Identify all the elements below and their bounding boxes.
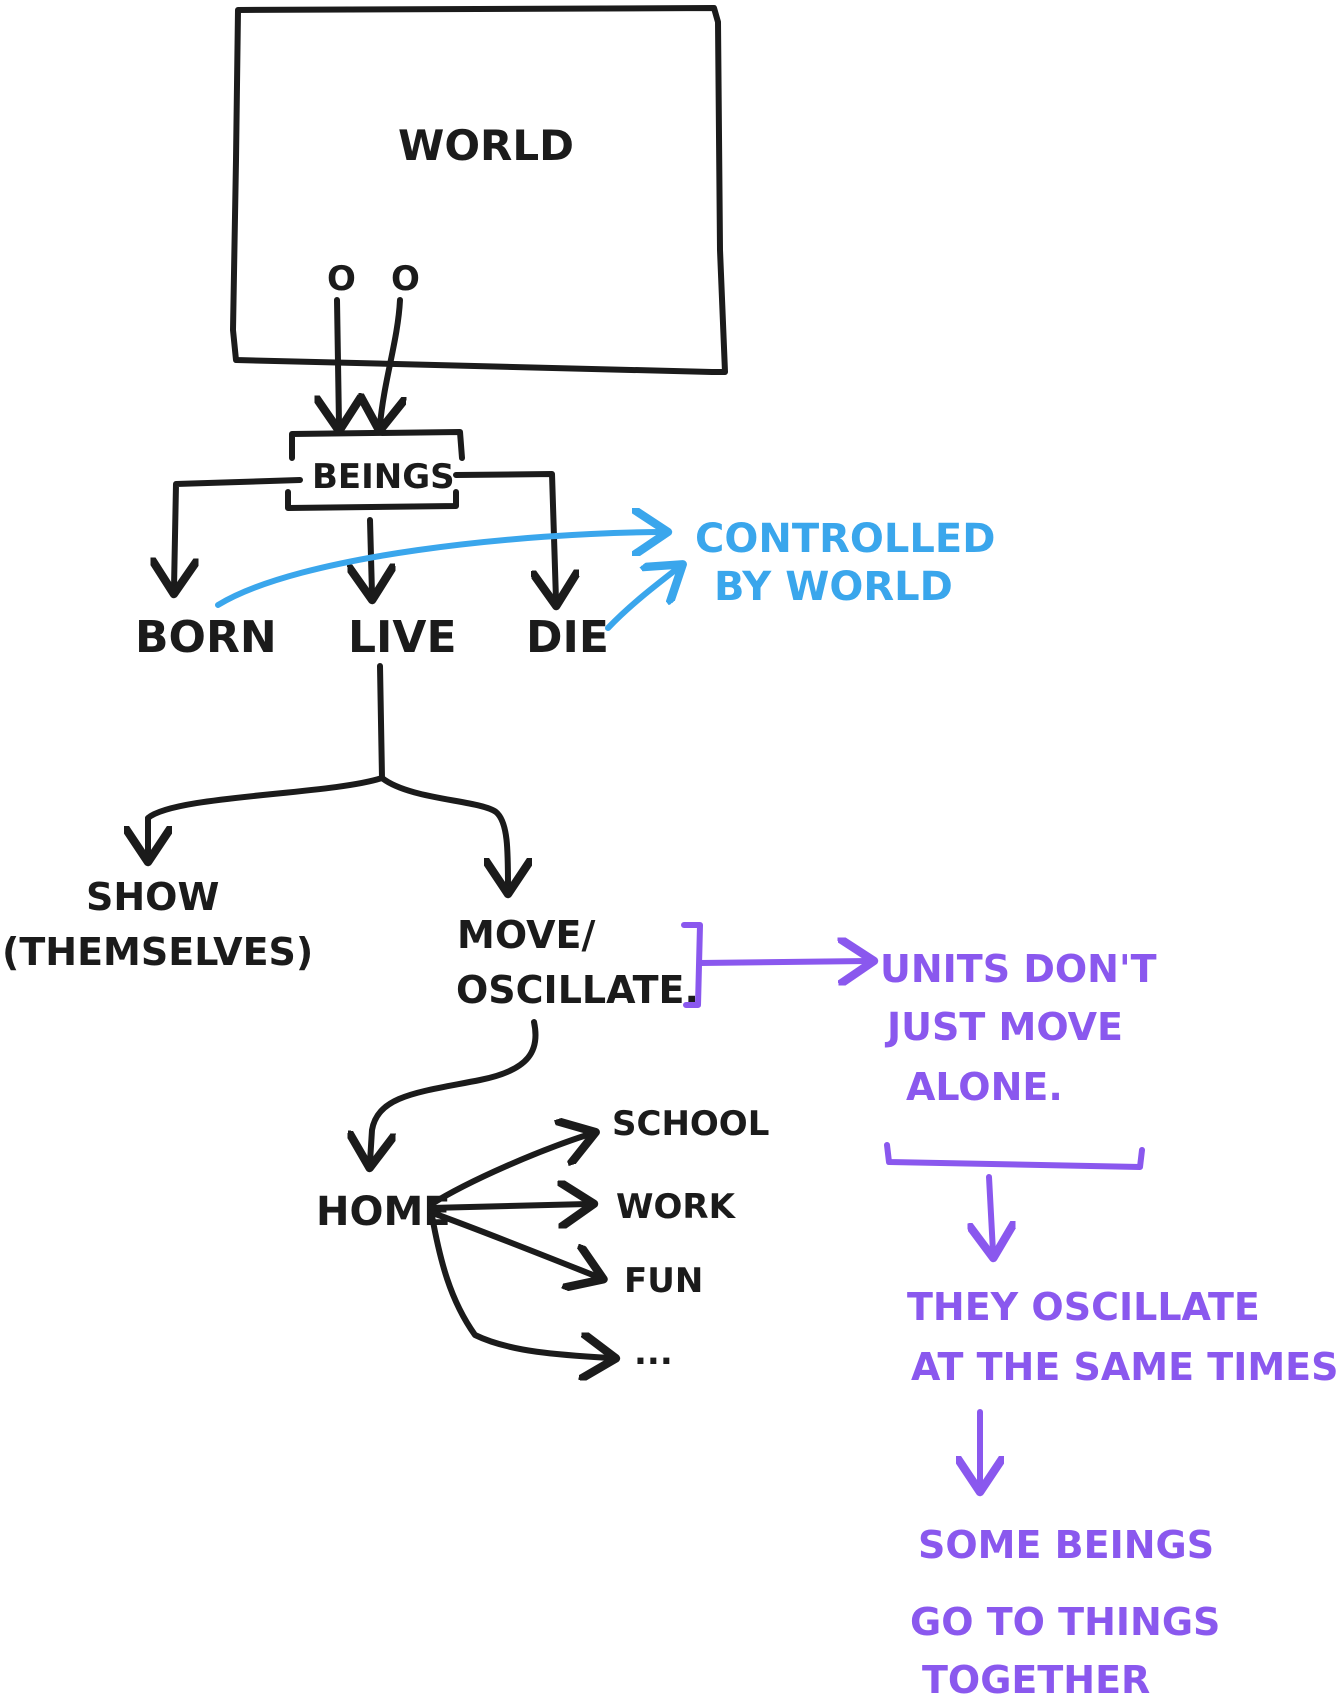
live-label: LIVE xyxy=(348,612,457,663)
world-label: WORLD xyxy=(398,121,574,170)
work-label: WORK xyxy=(616,1187,737,1227)
beings-bracket-top xyxy=(289,429,465,461)
controlled-note-line2: BY WORLD xyxy=(714,564,953,610)
world-box xyxy=(230,5,728,375)
oscillate-note-line2: AT THE SAME TIMES xyxy=(911,1345,1339,1389)
arrow-units-to-oscillate xyxy=(989,1174,993,1252)
arrow-home-to-fun xyxy=(427,1209,598,1277)
move-label-line1: MOVE/ xyxy=(457,913,595,957)
arrow-dot-to-beings-right xyxy=(380,297,400,425)
fun-label: FUN xyxy=(624,1261,703,1301)
controlled-note-line1: CONTROLLED xyxy=(695,516,995,562)
together-note-line3: TOGETHER xyxy=(922,1658,1150,1701)
units-note-line1: UNITS DON'T xyxy=(880,947,1157,991)
together-note-line1: SOME BEINGS xyxy=(918,1523,1214,1567)
arrow-live-to-move xyxy=(379,775,508,888)
units-bracket xyxy=(884,1142,1145,1170)
together-note-line2: GO TO THINGS xyxy=(910,1600,1220,1644)
beings-label: BEINGS xyxy=(312,457,455,497)
die-label: DIE xyxy=(526,612,609,663)
arrow-bracket-to-units xyxy=(697,961,868,963)
arrow-move-to-home xyxy=(370,1019,539,1162)
show-label-line2: (THEMSELVES) xyxy=(2,930,313,974)
world-dot-right: o xyxy=(391,259,420,299)
oscillate-note-line1: THEY OSCILLATE xyxy=(907,1285,1260,1329)
arrow-dot-to-beings-left xyxy=(337,297,339,425)
arrow-home-to-school xyxy=(427,1134,590,1208)
arrow-beings-to-die xyxy=(453,471,556,600)
born-label: BORN xyxy=(135,612,277,663)
arrow-die-to-controlled xyxy=(605,568,678,631)
school-label: SCHOOL xyxy=(612,1104,769,1144)
arrow-home-to-work xyxy=(427,1204,588,1208)
show-label-line1: SHOW xyxy=(86,875,219,919)
world-dot-left: o xyxy=(327,259,356,299)
arrow-born-to-controlled xyxy=(215,532,662,608)
units-note-line2: JUST MOVE xyxy=(884,1005,1123,1049)
move-label-line2: OSCILLATE. xyxy=(456,968,699,1012)
arrow-beings-to-born xyxy=(174,477,303,588)
more-label: ... xyxy=(634,1333,673,1373)
beings-bracket-bottom xyxy=(285,489,459,511)
arrow-live-to-show xyxy=(148,663,385,856)
arrow-home-to-more xyxy=(429,1213,610,1358)
units-note-line3: ALONE. xyxy=(906,1065,1063,1109)
